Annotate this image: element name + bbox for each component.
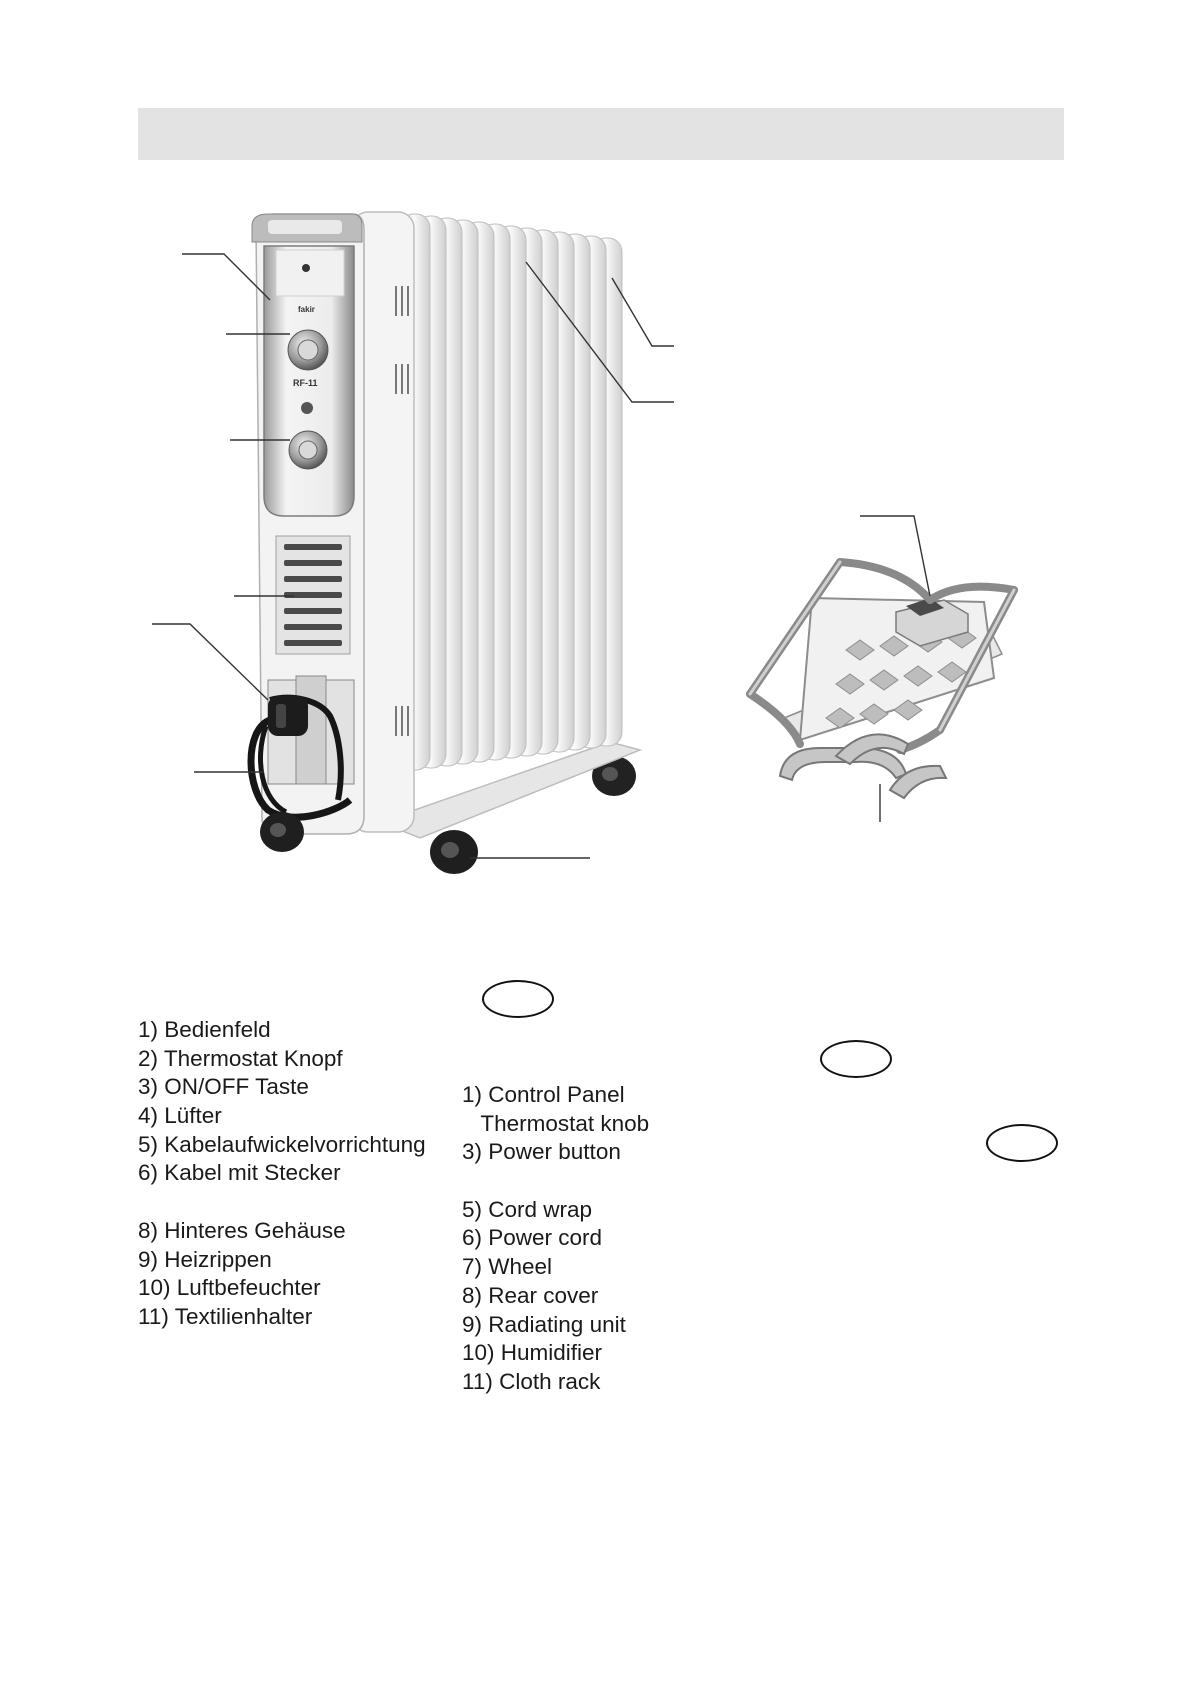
language-badge-oval: [986, 1124, 1058, 1162]
legend-item: 11) Textilienhalter: [138, 1303, 313, 1329]
oil-heater-illustration: fakir RF-11: [247, 211, 643, 874]
legend-item: Thermostat knob: [462, 1110, 650, 1136]
legend-item: 4) Lüfter: [138, 1103, 222, 1129]
heater-model-label: RF-11: [293, 378, 318, 388]
legend-item: 8) Rear cover: [462, 1282, 599, 1308]
language-badge-oval: [820, 1040, 892, 1078]
legend-item: 9) Radiating unit: [462, 1311, 626, 1337]
legend-item: 10) Humidifier: [462, 1340, 603, 1366]
legend-item: 5) Kabelaufwickelvorrichtung: [138, 1131, 426, 1157]
indicator-light: [301, 402, 313, 414]
legend-item: 11) Cloth rack: [462, 1368, 601, 1394]
fan-grille: [275, 535, 351, 655]
legend-item: 6) Power cord: [462, 1225, 603, 1251]
legend-item: 1) Bedienfeld: [138, 1017, 271, 1042]
legend-gap: [138, 1188, 426, 1217]
legend-item: 3) Power button: [462, 1139, 621, 1165]
legend-item: 6) Kabel mit Stecker: [138, 1160, 341, 1186]
legend-item: 8) Hinteres Gehäuse: [138, 1217, 346, 1243]
callout-leader-lines: [152, 253, 931, 859]
legend-item: 3) ON/OFF Taste: [138, 1074, 309, 1100]
legend-item: 1) Control Panel: [462, 1082, 625, 1107]
legend-en: 1) Control Panel Thermostat knob 3) Powe…: [462, 1081, 649, 1397]
wheels: [260, 812, 478, 874]
power-cord-with-plug: [247, 694, 353, 821]
control-panel: fakir RF-11: [263, 245, 355, 517]
legend-item: 2) Thermostat Knopf: [138, 1045, 343, 1071]
legend-item: 10) Luftbefeuchter: [138, 1275, 321, 1301]
legend-de: 1) Bedienfeld 2) Thermostat Knopf 3) ON/…: [138, 1016, 426, 1332]
heater-brand-label: fakir: [298, 305, 315, 314]
legend-item: 5) Cord wrap: [462, 1196, 593, 1222]
section-header-bar: [138, 108, 1064, 160]
legend-gap: [462, 1167, 649, 1196]
humidifier: [895, 598, 969, 647]
legend-item: 9) Heizrippen: [138, 1246, 272, 1272]
language-badge-oval: [482, 980, 554, 1018]
radiating-fins: [399, 213, 623, 771]
legend-item: 7) Wheel: [462, 1254, 553, 1280]
cloth-rack-illustration: [746, 558, 1018, 800]
product-figure: fakir RF-11: [152, 211, 1018, 874]
